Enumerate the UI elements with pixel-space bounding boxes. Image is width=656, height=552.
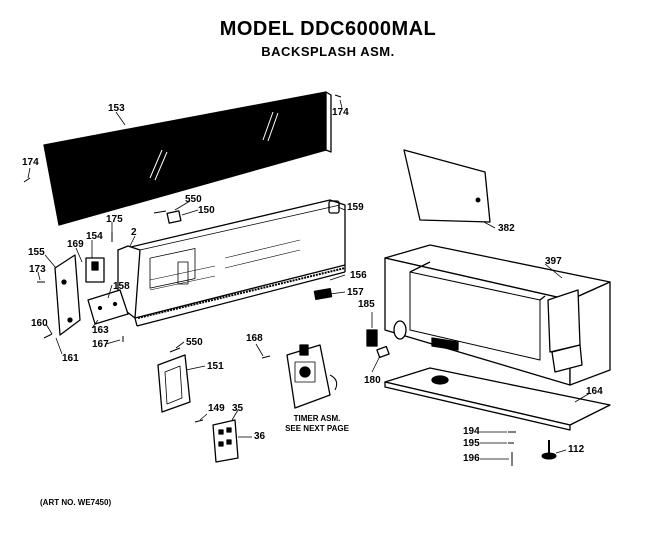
label-153: 153 — [108, 103, 125, 114]
backsplash-glass-panel — [43, 91, 332, 226]
label-180: 180 — [364, 375, 381, 386]
label-196: 196 — [463, 453, 480, 464]
timer-note-line1: TIMER ASM. — [293, 414, 341, 423]
connector-157 — [313, 288, 333, 300]
label-150: 150 — [198, 205, 215, 216]
label-550-top: 550 — [185, 194, 202, 205]
page-subtitle: BACKSPLASH ASM. — [261, 44, 395, 59]
label-175: 175 — [106, 214, 123, 225]
timer-note-line2: SEE NEXT PAGE — [285, 424, 349, 433]
label-160: 160 — [31, 318, 48, 329]
label-185: 185 — [358, 299, 375, 310]
fasteners — [23, 94, 557, 466]
label-159: 159 — [347, 202, 364, 213]
clip-180 — [376, 345, 390, 359]
label-164: 164 — [586, 386, 603, 397]
label-173: 173 — [29, 264, 46, 275]
cabinet-box — [384, 244, 611, 386]
page-title: MODEL DDC6000MAL — [219, 18, 437, 40]
label-156: 156 — [350, 270, 367, 281]
label-167: 167 — [92, 339, 109, 350]
label-149: 149 — [208, 403, 225, 414]
mounting-plate — [87, 289, 129, 325]
label-36: 36 — [254, 431, 266, 442]
label-151: 151 — [207, 361, 224, 372]
label-2: 2 — [131, 227, 137, 238]
terminal-block — [212, 419, 239, 463]
label-154: 154 — [86, 231, 103, 242]
side-bracket-plate — [54, 254, 81, 336]
label-35: 35 — [232, 403, 244, 414]
label-382: 382 — [498, 223, 515, 234]
cover-door — [403, 149, 491, 223]
label-161: 161 — [62, 353, 79, 364]
switch-component — [85, 257, 105, 283]
label-158: 158 — [113, 281, 130, 292]
label-397: 397 — [545, 256, 562, 267]
label-163: 163 — [92, 325, 109, 336]
label-155: 155 — [28, 247, 45, 258]
label-195: 195 — [463, 438, 480, 449]
label-174-left: 174 — [22, 157, 39, 168]
display-window — [157, 354, 191, 413]
label-112: 112 — [568, 444, 585, 455]
label-168: 168 — [246, 333, 263, 344]
art-number-note: (ART NO. WE7450) — [40, 498, 112, 507]
base-plate — [384, 367, 611, 431]
timer-assembly — [286, 344, 338, 409]
label-169: 169 — [67, 239, 84, 250]
label-157: 157 — [347, 287, 364, 298]
label-550-bottom: 550 — [186, 337, 203, 348]
knob-185 — [366, 329, 378, 347]
label-194: 194 — [463, 426, 480, 437]
label-174-right: 174 — [332, 107, 349, 118]
leader-lines — [27, 99, 591, 460]
control-panel-housing — [117, 199, 346, 327]
small-bracket — [166, 210, 182, 224]
